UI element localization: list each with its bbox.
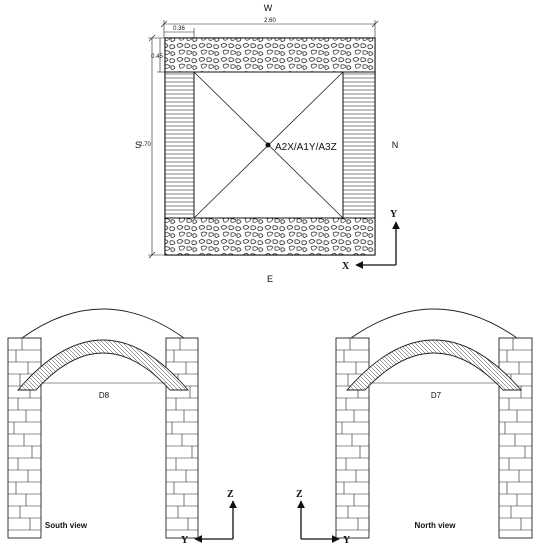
compass-south-label: S (135, 140, 141, 150)
south-right-pillar (165, 337, 199, 539)
west-rubble-wall (164, 37, 376, 73)
sensor-label: A2X/A1Y/A3Z (275, 142, 337, 153)
north-axis-z-label: Z (296, 489, 303, 500)
south-door-label: D8 (99, 391, 110, 400)
north-right-pillar (498, 337, 533, 539)
north-view-caption: North view (415, 521, 457, 530)
north-brick-wall (342, 71, 376, 219)
north-brick-arch (346, 339, 522, 391)
plan-axis-y-label: Y (390, 209, 398, 220)
east-rubble-wall (164, 217, 376, 256)
svg-text:2.70: 2.70 (139, 142, 151, 148)
south-brick-arch (17, 339, 189, 391)
sensor-point (265, 142, 271, 148)
compass-north-label: N (392, 140, 399, 150)
south-axis-y-label: Y (181, 535, 189, 546)
south-axis-z-label: Z (227, 489, 234, 500)
south-brick-wall (164, 71, 195, 219)
dimension-width: 2.60 (160, 18, 379, 38)
dimension-height: 2.70 (139, 34, 166, 259)
dimension-wall-thickness: 0.45 (151, 38, 166, 73)
compass-east-label: E (267, 274, 273, 284)
south-view-caption: South view (45, 521, 88, 530)
plan-view: W E S N 2.60 0.36 2.70 0.45 (135, 3, 400, 284)
plan-axes: Y X (342, 209, 400, 272)
south-axes: Z Y (181, 489, 237, 546)
svg-text:0.36: 0.36 (173, 26, 185, 32)
south-left-pillar (7, 337, 42, 539)
south-outer-arch (21, 308, 185, 339)
north-axes: Z Y (296, 489, 351, 546)
north-left-pillar (335, 337, 370, 539)
north-axis-y-label: Y (343, 535, 351, 546)
svg-text:0.45: 0.45 (151, 54, 163, 60)
dimension-top-offset: 0.36 (164, 26, 195, 38)
north-door-label: D7 (431, 391, 442, 400)
compass-west-label: W (264, 3, 273, 13)
north-view: D7 North view Z Y (296, 308, 533, 546)
plan-axis-x-label: X (342, 261, 350, 272)
svg-text:2.60: 2.60 (264, 18, 276, 24)
south-view: D8 South view Z Y (7, 308, 237, 546)
north-outer-arch (350, 308, 518, 339)
